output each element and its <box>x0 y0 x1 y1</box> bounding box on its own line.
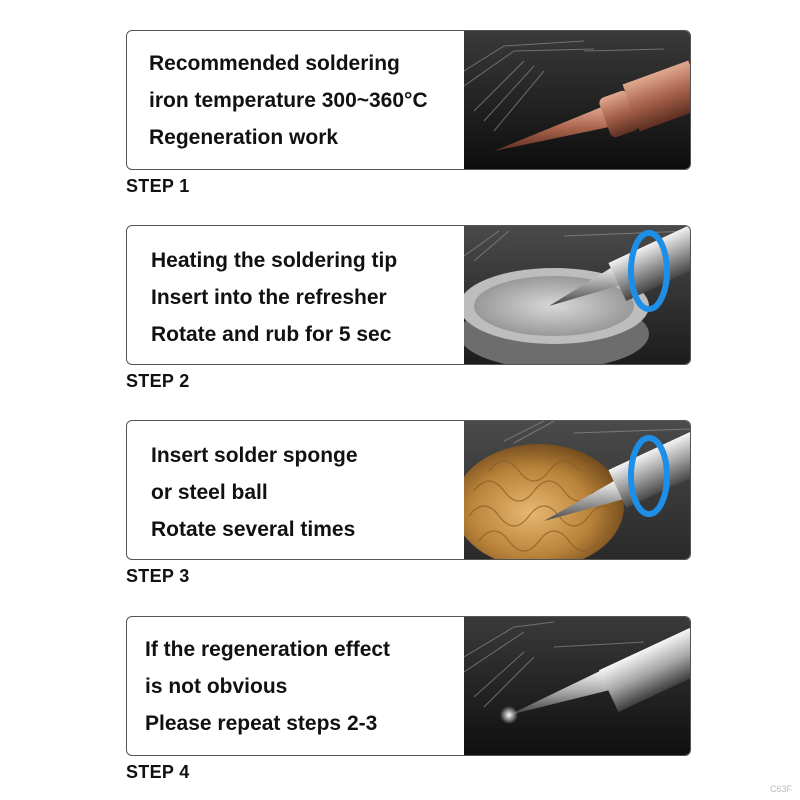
shiny-silver-tip-image <box>464 617 690 755</box>
step-4-line-1: If the regeneration effect <box>145 638 391 661</box>
step-1-label: STEP 1 <box>126 176 190 196</box>
tip-in-brass-wool-image <box>464 421 690 559</box>
copper-soldering-tip-image <box>464 31 690 169</box>
step-2-line-2: Insert into the refresher <box>151 286 387 309</box>
step-3: Insert solder sponge or steel ball Rotat… <box>126 420 691 586</box>
step-2-card: Heating the soldering tip Insert into th… <box>126 225 691 365</box>
watermark: C63F <box>769 784 792 794</box>
step-4-card: If the regeneration effect is not obviou… <box>126 616 691 756</box>
step-2: Heating the soldering tip Insert into th… <box>126 225 691 391</box>
step-4-line-2: is not obvious <box>145 675 288 698</box>
step-1-line-2: iron temperature 300~360°C <box>149 89 428 112</box>
step-4-line-3: Please repeat steps 2-3 <box>145 712 378 735</box>
step-3-line-2: or steel ball <box>151 481 268 504</box>
tip-in-refresher-tin-image <box>464 226 690 364</box>
step-3-line-1: Insert solder sponge <box>151 444 358 467</box>
step-3-text: Insert solder sponge or steel ball Rotat… <box>151 437 481 548</box>
step-1-card: Recommended soldering iron temperature 3… <box>126 30 691 170</box>
step-2-line-1: Heating the soldering tip <box>151 249 398 272</box>
step-4-text: If the regeneration effect is not obviou… <box>145 631 475 742</box>
step-2-label: STEP 2 <box>126 371 190 391</box>
step-2-line-3: Rotate and rub for 5 sec <box>151 323 392 346</box>
step-3-card: Insert solder sponge or steel ball Rotat… <box>126 420 691 560</box>
step-1-line-3: Regeneration work <box>149 126 339 149</box>
silver-tip-illustration <box>464 617 690 755</box>
step-1: Recommended soldering iron temperature 3… <box>126 30 691 196</box>
step-3-line-3: Rotate several times <box>151 518 356 541</box>
step-4-label: STEP 4 <box>126 762 190 782</box>
refresher-tin-illustration <box>464 226 690 364</box>
step-1-line-1: Recommended soldering <box>149 52 400 75</box>
copper-tip-illustration <box>464 31 690 169</box>
step-2-text: Heating the soldering tip Insert into th… <box>151 242 481 353</box>
step-4: If the regeneration effect is not obviou… <box>126 616 691 782</box>
step-1-text: Recommended soldering iron temperature 3… <box>149 45 479 156</box>
step-3-label: STEP 3 <box>126 566 190 586</box>
brass-wool-illustration <box>464 421 690 559</box>
